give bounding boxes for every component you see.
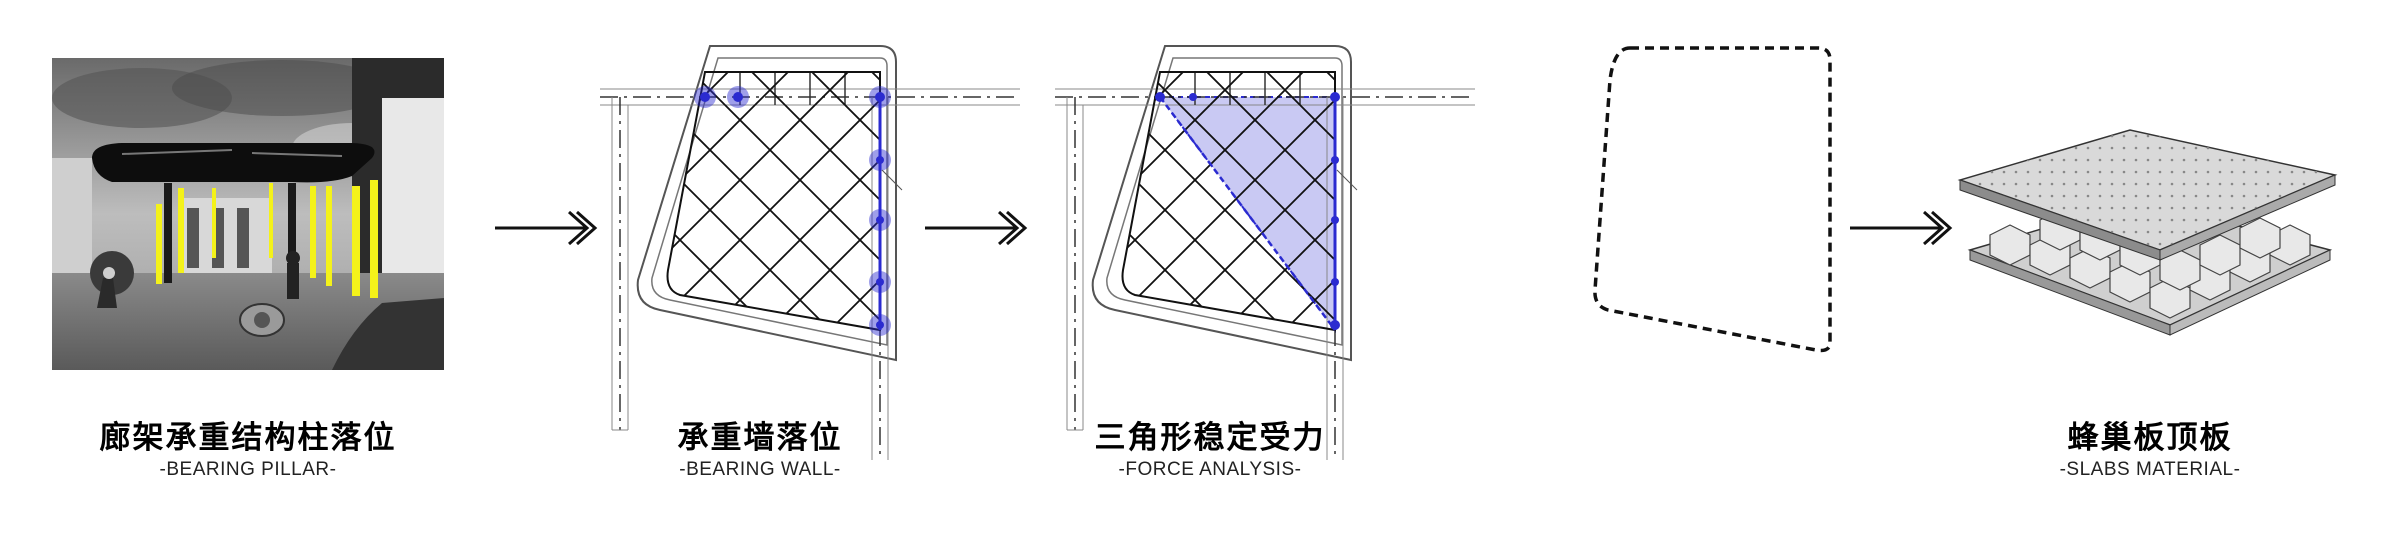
caption-title-cn: 廊架承重结构柱落位 — [99, 420, 397, 456]
caption-title-en: -SLABS MATERIAL- — [2059, 459, 2241, 480]
caption-title-en: -BEARING PILLAR- — [159, 459, 337, 480]
pergola-photo — [52, 58, 444, 370]
force-analysis-diagram — [1055, 40, 1475, 460]
caption-title-cn: 蜂巢板顶板 — [2067, 420, 2233, 456]
arrow-right-icon — [925, 210, 1028, 246]
pillar-highlights — [156, 180, 378, 298]
caption-bearing-wall: 承重墙落位 -BEARING WALL- — [600, 418, 920, 482]
caption-title-cn: 三角形稳定受力 — [1094, 420, 1326, 456]
honeycomb-slab-illustration — [1957, 129, 2338, 336]
roof-outline-shape — [1593, 46, 1832, 353]
arrow-right-icon — [495, 210, 598, 246]
caption-slabs-material: 蜂巢板顶板 -SLABS MATERIAL- — [2000, 418, 2300, 482]
caption-bearing-pillar: 廊架承重结构柱落位 -BEARING PILLAR- — [48, 418, 448, 482]
caption-title-en: -BEARING WALL- — [679, 459, 841, 480]
caption-force-analysis: 三角形稳定受力 -FORCE ANALYSIS- — [1050, 418, 1370, 482]
caption-title-cn: 承重墙落位 — [677, 420, 843, 456]
bearing-wall-diagram — [600, 40, 1020, 460]
arrow-right-icon — [1850, 210, 1953, 246]
caption-title-en: -FORCE ANALYSIS- — [1118, 459, 1302, 480]
